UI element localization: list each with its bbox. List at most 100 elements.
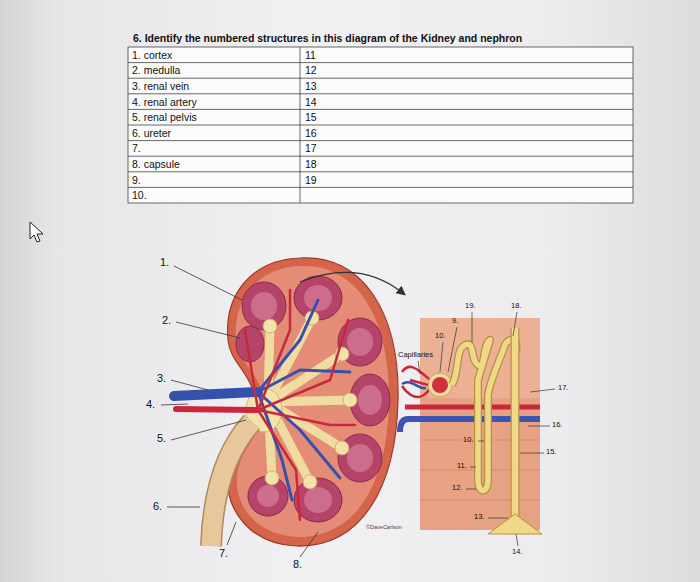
callout-number: 4. <box>146 398 155 411</box>
callout-number: 9. <box>452 317 458 326</box>
leader-lines <box>466 489 476 490</box>
table-cell: 8. capsule <box>132 158 180 170</box>
kidney-figure <box>258 290 290 410</box>
table-grid <box>128 140 633 141</box>
table-cell: 13 <box>305 80 317 92</box>
nephron-figure <box>488 514 542 534</box>
nephron-figure <box>402 367 431 397</box>
kidney-figure <box>303 475 317 489</box>
nephron-figure <box>428 373 452 397</box>
callout-number: 10. <box>463 436 473 445</box>
leader-lines <box>448 327 457 372</box>
table-cell: 9. <box>132 174 141 186</box>
table-grid <box>128 93 633 94</box>
callout-number: 12. <box>452 484 462 493</box>
kidney-figure <box>335 441 349 455</box>
table-cell: 12 <box>305 64 317 76</box>
table-grid <box>128 171 633 172</box>
leader-lines <box>174 266 242 300</box>
table-cell: 10. <box>132 189 147 201</box>
table-grid <box>128 62 633 63</box>
table-grid <box>128 187 633 188</box>
table-cell: 17 <box>305 142 317 154</box>
table-cell: 19 <box>305 174 317 186</box>
kidney-figure <box>174 258 398 546</box>
worksheet-title: 6. Identify the numbered structures in t… <box>133 32 522 44</box>
kidney-figure <box>304 285 332 311</box>
table-cell: 6. ureter <box>132 127 171 139</box>
callout-number: 19. <box>465 302 475 311</box>
leader-lines <box>528 426 550 427</box>
callout-number: 16. <box>552 421 562 430</box>
callout-number: 17. <box>558 384 568 393</box>
table-cell: 3. renal vein <box>132 80 189 92</box>
nephron-figure <box>452 340 516 491</box>
table-grid <box>128 109 633 110</box>
leader-lines <box>161 404 188 405</box>
leader-lines <box>472 312 473 342</box>
table-cell: 16 <box>305 127 317 139</box>
zoom-arrow <box>300 272 404 294</box>
kidney-figure <box>265 471 279 485</box>
table-grid <box>128 47 633 203</box>
callout-number: 10. <box>435 332 445 341</box>
table-cell: 18 <box>305 158 317 170</box>
leader-lines <box>171 380 208 390</box>
table-cell: 4. renal artery <box>132 96 197 108</box>
callout-number: 14. <box>512 548 522 557</box>
kidney-figure <box>236 276 390 522</box>
kidney-figure <box>245 330 258 410</box>
table-grid <box>128 125 633 126</box>
leader-lines <box>161 266 318 557</box>
nephron-figure <box>452 340 516 491</box>
leader-lines <box>520 453 544 454</box>
mouse-cursor <box>30 222 43 242</box>
nephron-figure <box>420 318 540 530</box>
kidney-figure <box>294 478 342 522</box>
nephron-figure <box>511 328 520 520</box>
kidney-figure <box>251 292 277 320</box>
callout-number: 6. <box>153 500 162 513</box>
callout-number: 3. <box>157 372 166 385</box>
kidney-figure <box>211 422 252 546</box>
leader-lines <box>516 534 518 546</box>
kidney-figure <box>263 319 277 333</box>
leader-lines <box>478 441 484 442</box>
kidney-figure <box>176 409 258 410</box>
kidney-figure <box>257 485 279 507</box>
kidney-figure <box>343 393 357 407</box>
table-cell: 1. cortex <box>132 49 172 61</box>
kidney-figure <box>358 385 382 415</box>
leader-lines <box>513 312 517 336</box>
leader-lines <box>171 420 246 440</box>
callout-number: 15. <box>546 448 556 457</box>
part-label: Capillaries <box>398 351 433 360</box>
table-cell: 5. renal pelvis <box>132 111 197 123</box>
kidney-figure <box>174 392 258 396</box>
leader-lines <box>418 312 555 546</box>
table-cell: 15 <box>305 111 317 123</box>
callout-number: 1. <box>160 256 169 269</box>
kidney-figure <box>174 290 355 520</box>
kidney-figure <box>236 266 389 537</box>
watermark: ©DaveCarlson <box>366 524 402 530</box>
callout-number: 13. <box>474 513 484 522</box>
table-grid <box>128 47 633 203</box>
table-cell: 14 <box>305 96 317 108</box>
nephron-figure <box>512 328 519 520</box>
callout-number: 8. <box>293 558 302 571</box>
kidney-figure <box>294 276 342 320</box>
kidney-figure <box>258 320 348 410</box>
callout-number: 2. <box>162 314 171 327</box>
leader-lines <box>418 361 420 374</box>
kidney-figure <box>347 328 373 356</box>
leader-lines <box>176 322 240 338</box>
leader-lines <box>488 518 508 519</box>
kidney-figure <box>258 300 318 392</box>
kidney-figure <box>304 487 332 513</box>
leader-lines <box>300 532 318 557</box>
leader-lines <box>440 342 443 372</box>
table-cell: 11 <box>305 49 316 61</box>
table-grid <box>128 78 633 79</box>
